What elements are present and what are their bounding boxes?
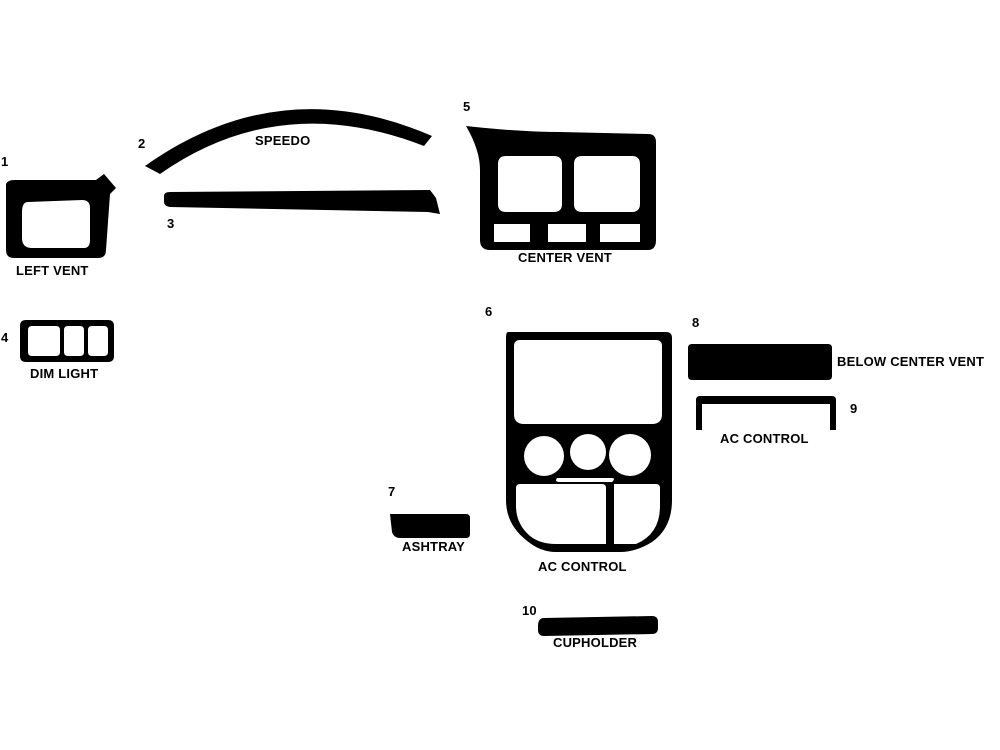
- part-3-number: 3: [167, 216, 175, 231]
- part-5-number: 5: [463, 99, 471, 114]
- part-2-speedo-shape: [145, 109, 432, 174]
- part-4-label: DIM LIGHT: [30, 366, 99, 381]
- part-9-ac-control-strip-shape: [696, 396, 836, 430]
- part-9-number: 9: [850, 401, 858, 416]
- part-4-dim-light-shape: [20, 320, 114, 362]
- part-7-ashtray-shape: [390, 514, 470, 538]
- part-5-label: CENTER VENT: [518, 250, 612, 265]
- part-6-label: AC CONTROL: [538, 559, 627, 574]
- part-10-number: 10: [522, 603, 537, 618]
- part-8-label: BELOW CENTER VENT: [837, 354, 985, 369]
- part-1-left-vent-shape: [6, 174, 116, 258]
- part-8-below-center-vent-shape: [688, 344, 832, 380]
- part-1-number: 1: [1, 154, 9, 169]
- part-7-label: ASHTRAY: [402, 539, 466, 554]
- part-9-label: AC CONTROL: [720, 431, 809, 446]
- part-2-number: 2: [138, 136, 146, 151]
- part-1-label: LEFT VENT: [16, 263, 89, 278]
- part-4-number: 4: [1, 330, 9, 345]
- part-7-number: 7: [388, 484, 396, 499]
- part-6-knob-left-hole: [524, 436, 564, 476]
- part-6-knob-right-hole: [609, 434, 651, 476]
- part-6-number: 6: [485, 304, 493, 319]
- part-5-center-vent-shape: [466, 126, 656, 250]
- part-10-label: CUPHOLDER: [553, 635, 638, 650]
- part-8-number: 8: [692, 315, 700, 330]
- part-3-strip-shape: [164, 190, 440, 214]
- part-2-label: SPEEDO: [255, 133, 311, 148]
- part-6-knob-center-hole: [570, 434, 606, 470]
- part-10-cupholder-shape: [538, 616, 658, 636]
